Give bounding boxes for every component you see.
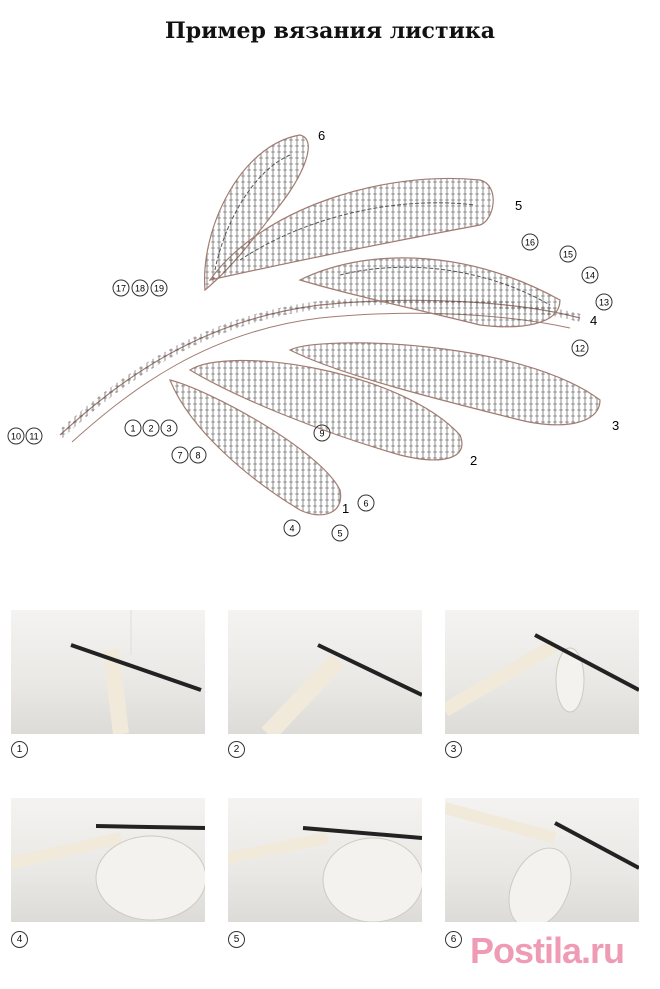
circled-label: 19: [150, 279, 168, 297]
svg-text:5: 5: [337, 529, 342, 539]
crochet-leaf-chart: 6 5 4 3 2 1 16 15 14 13 12 17 18 19 10 1…: [7, 128, 619, 542]
step-photo-4: [11, 798, 205, 922]
svg-text:9: 9: [319, 429, 324, 439]
page-title: Пример вязания листика: [164, 18, 496, 44]
svg-text:13: 13: [599, 298, 609, 308]
step-photo-2: [228, 610, 422, 734]
step-photo-3: [445, 610, 639, 734]
circled-label: 16: [521, 233, 539, 251]
step-number: 6: [445, 931, 462, 948]
row-label: 5: [515, 198, 522, 213]
svg-text:2: 2: [148, 424, 153, 434]
svg-text:4: 4: [289, 524, 294, 534]
svg-text:1: 1: [130, 424, 135, 434]
leaf-3: [288, 342, 601, 426]
svg-text:10: 10: [11, 432, 21, 442]
circled-label: 15: [559, 245, 577, 263]
row-label: 4: [590, 313, 597, 328]
svg-text:19: 19: [154, 284, 164, 294]
svg-text:17: 17: [116, 284, 126, 294]
step-number: 2: [228, 741, 245, 758]
circled-label: 13: [595, 293, 613, 311]
circled-label: 3: [160, 419, 178, 437]
circled-label: 11: [25, 427, 43, 445]
leaf-1: [169, 379, 342, 516]
step-number: 5: [228, 931, 245, 948]
svg-text:16: 16: [525, 238, 535, 248]
circled-label: 8: [189, 446, 207, 464]
circled-label: 18: [131, 279, 149, 297]
leaf-5: [208, 177, 494, 281]
step-number: 3: [445, 741, 462, 758]
step-number: 1: [11, 741, 28, 758]
circled-label: 17: [112, 279, 130, 297]
svg-text:11: 11: [29, 432, 38, 442]
svg-text:15: 15: [563, 250, 573, 260]
watermark: Postila.ru: [470, 930, 625, 971]
svg-text:8: 8: [195, 451, 200, 461]
circled-label: 1: [124, 419, 142, 437]
svg-text:14: 14: [585, 271, 595, 281]
svg-text:3: 3: [166, 424, 171, 434]
circled-label: 12: [571, 339, 589, 357]
step-number: 4: [11, 931, 28, 948]
leaf-4: [298, 257, 561, 328]
circled-label: 9: [313, 424, 331, 442]
circled-label: 4: [283, 519, 301, 537]
circled-label: 14: [581, 266, 599, 284]
svg-text:18: 18: [135, 284, 145, 294]
circled-label: 10: [7, 427, 25, 445]
svg-text:7: 7: [177, 451, 182, 461]
row-label: 3: [612, 418, 619, 433]
circled-label: 2: [142, 419, 160, 437]
row-label: 6: [318, 128, 325, 143]
step-photo-6: [445, 798, 639, 922]
step-photo-5: [228, 798, 422, 922]
step-photo-1: [11, 610, 205, 734]
row-label: 1: [342, 501, 349, 516]
circled-label: 5: [331, 524, 349, 542]
circled-label: 6: [357, 494, 375, 512]
row-label: 2: [470, 453, 477, 468]
leaf-2: [188, 359, 463, 461]
circled-label: 7: [171, 446, 189, 464]
svg-text:6: 6: [363, 499, 368, 509]
svg-text:12: 12: [575, 344, 585, 354]
